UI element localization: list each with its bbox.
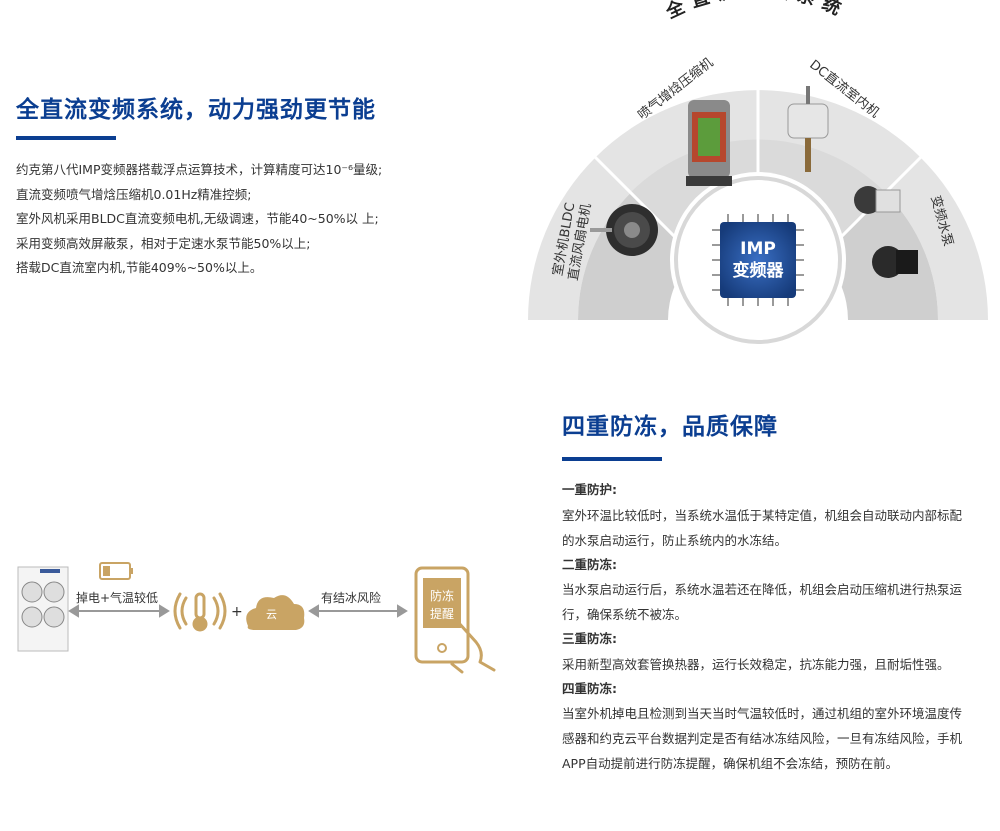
protection-text: 室外环温比较低时，当系统水温低于某特定值，机组会自动联动内部标配的水泵启动运行，…	[562, 507, 963, 548]
title-underline	[562, 457, 662, 461]
low-battery-icon	[99, 562, 133, 580]
phone-icon	[414, 566, 470, 664]
freeze-warning-flow: 防冻 提醒	[17, 562, 496, 674]
section1-title: 全直流变频系统，动力强劲更节能	[16, 97, 376, 123]
center-ring-border	[674, 176, 842, 344]
section2-title: 四重防冻，品质保障	[562, 414, 778, 440]
fan-arc-title: 全直流变频系统	[662, 0, 852, 23]
description-line: 采用变频高效屏蔽泵，相对于定速水泵节能50%以上;	[16, 235, 311, 251]
protection-text: 当室外机掉电且检测到当天当时气温较低时，通过机组的室外环境温度传感器和约克云平台…	[562, 706, 963, 771]
fan-outer-band	[528, 90, 988, 321]
bldc-fan-motor-icon	[590, 204, 658, 256]
description-line: 搭载DC直流室内机,节能409%~50%以上。	[16, 260, 263, 275]
chip-label-inverter: 变频器	[733, 260, 785, 281]
dc-indoor-motor-icon	[787, 86, 829, 172]
compressor-icon	[686, 100, 732, 186]
hand-icon	[450, 620, 496, 674]
description-line: 室外风机采用BLDC直流变频电机,无级调速，节能40~50%以 上;	[16, 211, 379, 226]
imp-inverter-chip: IMP 变频器	[712, 214, 804, 306]
cloud-label: 云	[266, 608, 277, 621]
dc-inverter-fan-diagram: 全直流变频系统 室外机BLDC 直流风扇电机 喷气增焓压缩机 DC直流室内机 变…	[528, 0, 988, 348]
thermometer-icon	[173, 592, 227, 632]
flow-step2-label: 有结冰风险	[321, 591, 382, 605]
section2-description: 一重防护: 室外环温比较低时，当系统水温低于某特定值，机组会自动联动内部标配的水…	[562, 478, 972, 776]
double-arrow	[68, 604, 170, 618]
description-line: 直流变频喷气增焓压缩机0.01Hz精准控频;	[16, 186, 252, 202]
double-arrow	[308, 604, 408, 618]
section1-description: 约克第八代IMP变频器搭载浮点运算技术，计算精度可达10⁻⁶量级; 直流变频喷气…	[16, 158, 446, 281]
cloud-icon	[246, 595, 305, 630]
protection-text: 采用新型高效套管换热器，运行长效稳定，抗冻能力强，且耐垢性强。	[562, 656, 950, 672]
title-underline	[16, 136, 116, 140]
flow-step1-label: 掉电+气温较低	[76, 591, 159, 605]
protection-text: 当水泵启动运行后，系统水温若还在降低，机组会启动压缩机进行热泵运行，确保系统不被…	[562, 582, 963, 622]
description-line: 约克第八代IMP变频器搭载浮点运算技术，计算精度可达10⁻⁶量级;	[16, 162, 383, 177]
water-pump-icon	[854, 186, 918, 278]
protection-heading: 三重防冻:	[562, 631, 617, 646]
phone-label-line1: 防冻	[430, 588, 454, 603]
plus-sign: +	[231, 604, 243, 620]
phone-label-line2: 提醒	[430, 606, 454, 621]
protection-heading: 四重防冻:	[562, 680, 617, 696]
protection-heading: 二重防冻:	[562, 556, 617, 572]
chip-label-imp: IMP	[740, 239, 776, 259]
protection-heading: 一重防护:	[562, 482, 617, 497]
outdoor-unit-icon	[17, 566, 69, 652]
